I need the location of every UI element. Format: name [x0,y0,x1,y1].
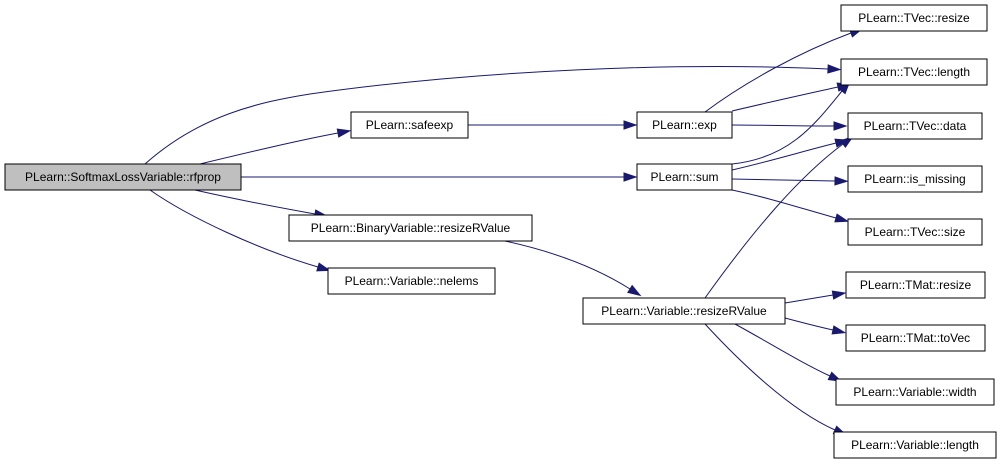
edge-line [731,142,837,171]
edge-exp-to-tvec_length [731,82,852,112]
edge-line [704,143,844,299]
node-label: PLearn::BinaryVariable::resizeRValue [311,221,511,235]
node-label: PLearn::Variable::resizeRValue [601,304,767,318]
arrowhead [623,120,638,130]
edge-line [784,317,834,331]
edge-line [731,189,837,219]
edge-v_resize-to-tvec_data [704,135,854,299]
edge-line [731,90,843,165]
node-variable-nelems[interactable]: PLearn::Variable::nelems [327,267,496,295]
edge-sum-to-tvec_length [731,80,851,165]
edge-line [734,323,831,377]
node-label: PLearn::TVec::length [858,65,970,79]
node-label: PLearn::TVec::data [864,119,967,133]
edge-exp-to-tvec_data [731,121,848,131]
arrowhead [834,176,849,186]
edge-line [704,323,836,431]
edge-safeexp-to-exp [468,120,638,130]
edge-rfprop-to-safeexp [199,128,352,165]
node-label: PLearn::Variable::nelems [345,274,479,288]
edge-line [784,294,834,304]
node-tmat-tovec[interactable]: PLearn::TMat::toVec [845,324,986,352]
edge-rfprop-to-sum [241,172,638,182]
edge-v_resize-to-tmat_resize [784,290,847,304]
arrowhead [834,213,850,223]
edge-v_resize-to-v_width [734,323,843,382]
node-variable-width[interactable]: PLearn::Variable::width [835,378,995,406]
node-label: PLearn::TMat::resize [860,278,972,292]
edge-line [504,240,631,290]
edge-line [194,189,316,215]
node-tvec-length[interactable]: PLearn::TVec::length [840,58,988,86]
node-variable-resizervalue[interactable]: PLearn::Variable::resizeRValue [582,297,786,325]
arrowhead [336,128,352,138]
edge-line [731,124,835,127]
edge-sum-to-is_missing [731,176,849,186]
node-label: PLearn::TMat::toVec [861,331,970,345]
arrowhead [827,64,842,74]
node-label: PLearn::exp [652,118,717,132]
node-tvec-data[interactable]: PLearn::TVec::data [847,112,983,140]
edge-rfprop-to-nelems [149,189,332,272]
edge-rfprop-to-bv_resize [194,189,329,219]
node-binaryvariable-resizervalue[interactable]: PLearn::BinaryVariable::resizeRValue [288,214,533,242]
node-softmaxlossvariable-rfprop[interactable]: PLearn::SoftmaxLossVariable::rfprop [4,163,242,191]
arrowhead [831,290,847,300]
node-label: PLearn::TVec::size [865,225,966,239]
arrowhead [627,284,642,297]
edge-line [144,66,829,165]
edge-line [199,132,339,165]
edge-line [704,32,852,113]
edge-sum-to-tvec_size [731,189,850,223]
node-label: PLearn::Variable::length [851,438,979,452]
edge-line [149,189,319,268]
node-label: PLearn::safeexp [366,118,454,132]
node-safeexp[interactable]: PLearn::safeexp [350,111,469,139]
node-label: PLearn::sum [650,170,718,184]
node-sum[interactable]: PLearn::sum [636,163,733,191]
node-exp[interactable]: PLearn::exp [636,111,733,139]
edge-bv_resize-to-v_resize [504,240,642,297]
arrowhead [831,325,847,335]
edge-line [731,86,839,112]
node-label: PLearn::SoftmaxLossVariable::rfprop [25,170,221,184]
arrowhead [833,121,848,131]
node-label: PLearn::is_missing [864,172,965,186]
node-variable-length[interactable]: PLearn::Variable::length [833,431,997,459]
node-label: PLearn::TVec::resize [858,11,970,25]
node-tvec-resize[interactable]: PLearn::TVec::resize [840,4,988,32]
edge-rfprop-to-tvec_length [144,64,842,165]
edge-line [731,178,836,182]
node-label: PLearn::Variable::width [853,385,976,399]
edge-v_resize-to-v_length [704,323,848,436]
arrowhead [623,172,638,182]
node-tvec-size[interactable]: PLearn::TVec::size [847,218,983,246]
node-tmat-resize[interactable]: PLearn::TMat::resize [845,271,986,299]
arrowhead [316,262,332,272]
edge-v_resize-to-tmat_tovec [784,317,847,335]
node-is-missing[interactable]: PLearn::is_missing [847,165,983,193]
